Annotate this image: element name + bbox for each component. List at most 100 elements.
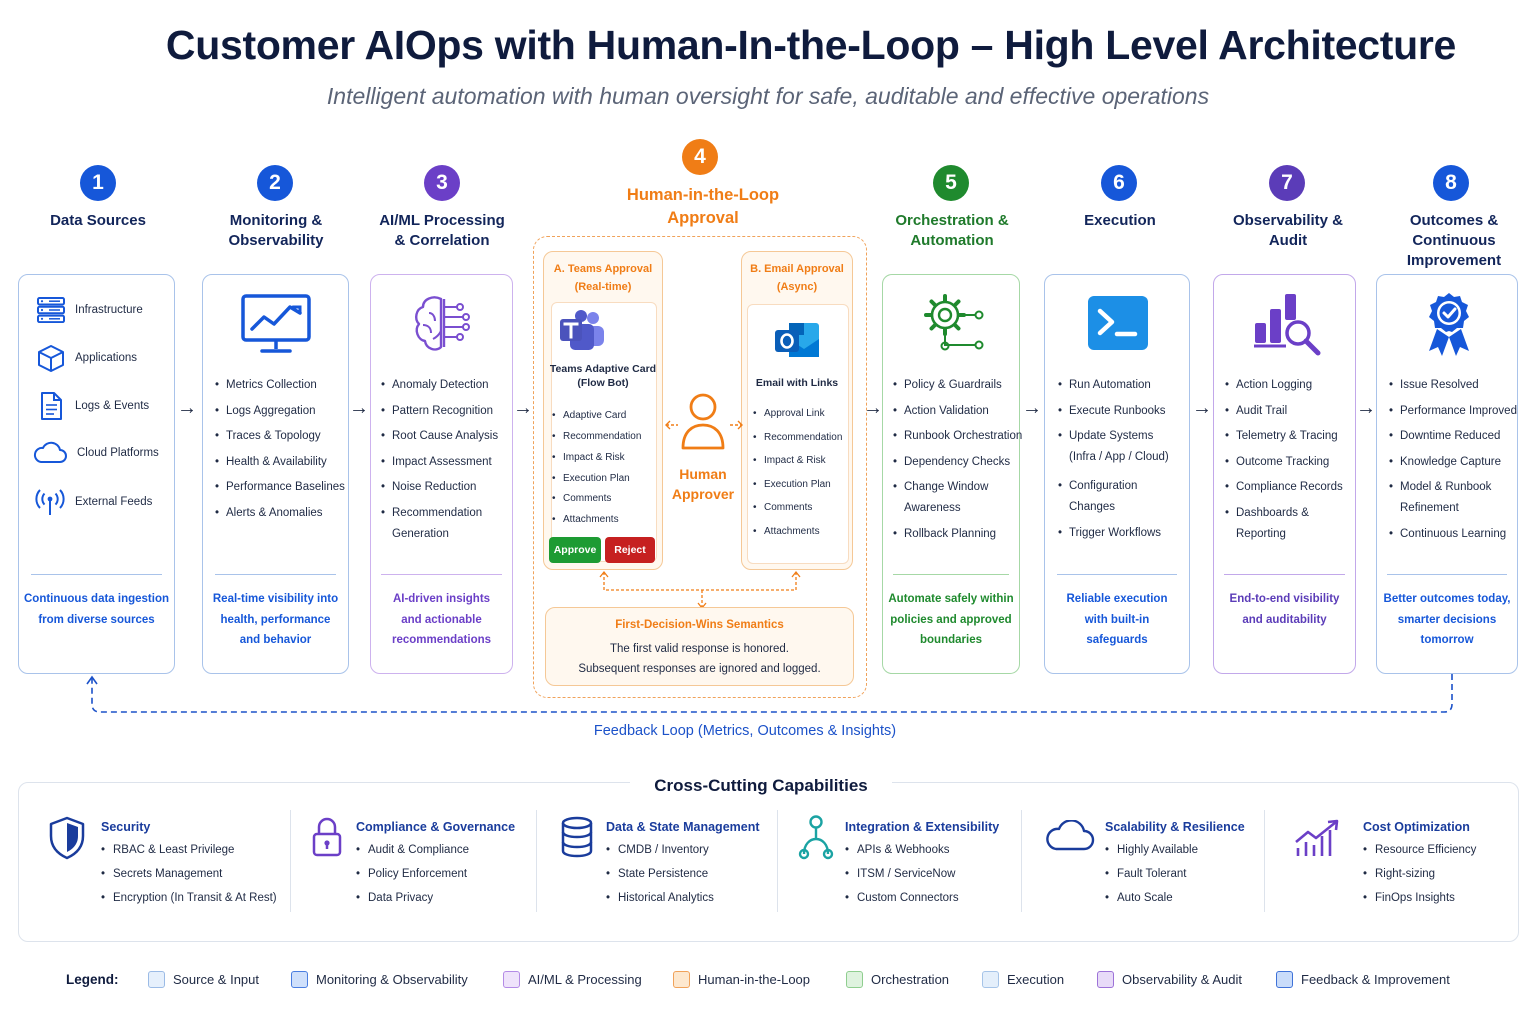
ds-item-cloud-platforms: Cloud Platforms [33, 441, 159, 465]
list-item: Update Systems [1058, 429, 1153, 443]
list-item: FinOps Insights [1363, 886, 1476, 910]
list-item-continuation: Generation [392, 527, 449, 540]
teams-icon [560, 310, 604, 350]
list-item: Comments [753, 501, 812, 515]
legend-swatch [982, 971, 999, 988]
divider [1224, 574, 1345, 575]
cc-section-cost: Cost Optimization Resource Efficiency Ri… [1363, 820, 1476, 910]
stage-badge-3: 3 [424, 165, 460, 201]
legend-swatch [1276, 971, 1293, 988]
terminal-icon [1088, 296, 1148, 350]
ds-item-applications: Applications [37, 344, 137, 372]
first-decision-wins-box: First-Decision-Wins Semantics The first … [545, 607, 854, 686]
list-item: Model & Runbook [1389, 480, 1491, 494]
divider [536, 810, 537, 912]
card-monitoring: Metrics Collection Logs Aggregation Trac… [202, 274, 349, 674]
fdw-title: First-Decision-Wins Semantics [615, 619, 784, 631]
award-badge-icon [1429, 293, 1469, 356]
divider [893, 574, 1009, 575]
lock-icon [312, 817, 342, 857]
list-item: Recommendation [753, 431, 842, 445]
card-outcomes: Issue Resolved Performance Improved Down… [1376, 274, 1518, 674]
ds-label: Infrastructure [75, 304, 143, 316]
ds-item-logs-events: Logs & Events [37, 391, 149, 421]
list-item: Runbook Orchestration [893, 429, 1022, 443]
antenna-icon [35, 489, 65, 515]
cc-section-integration: Integration & Extensibility APIs & Webho… [845, 820, 999, 910]
list-item: Impact Assessment [381, 455, 492, 469]
stage-badge-8: 8 [1433, 165, 1469, 201]
flow-arrow: → [349, 397, 369, 419]
stage-badge-2: 2 [257, 165, 293, 201]
list-item: Audit Trail [1225, 404, 1287, 418]
analytics-search-icon [1254, 294, 1321, 356]
legend-item: AI/ML & Processing [503, 971, 642, 988]
stage-title-monitoring: Monitoring &Observability [228, 212, 324, 249]
legend-swatch [1097, 971, 1114, 988]
list-item: CMDB / Inventory [606, 838, 760, 862]
stage-badge-1: 1 [80, 165, 116, 201]
hitl-container [533, 236, 867, 698]
approve-button[interactable]: Approve [549, 537, 601, 563]
list-item: Action Logging [1225, 378, 1312, 392]
cloud-icon [1046, 820, 1095, 851]
divider [777, 810, 778, 912]
list-item: Downtime Reduced [1389, 429, 1500, 443]
flow-arrow: → [1356, 397, 1376, 419]
decision-connector [599, 570, 801, 610]
divider [1387, 574, 1507, 575]
cc-section-compliance: Compliance & Governance Audit & Complian… [356, 820, 515, 910]
ds-item-infrastructure: Infrastructure [37, 297, 143, 323]
cc-section-scalability: Scalability & Resilience Highly Availabl… [1105, 820, 1245, 910]
legend-swatch [291, 971, 308, 988]
list-item: Outcome Tracking [1225, 455, 1329, 469]
outlook-icon [775, 323, 819, 357]
cc-section-title: Integration & Extensibility [845, 820, 1000, 834]
list-item: Secrets Management [101, 862, 277, 886]
database-icon [561, 816, 593, 858]
cc-list: CMDB / Inventory State Persistence Histo… [606, 838, 760, 910]
legend-swatch [503, 971, 520, 988]
stage-badge-5: 5 [933, 165, 969, 201]
list-item: Change Window [893, 480, 988, 494]
feedback-loop-label: Feedback Loop (Metrics, Outcomes & Insig… [593, 723, 897, 739]
list-item: Health & Availability [215, 455, 327, 469]
cc-section-security: Security RBAC & Least Privilege Secrets … [101, 820, 277, 910]
list-item: Dashboards & [1225, 506, 1309, 520]
stage-title-execution: Execution [1084, 212, 1156, 229]
brain-circuit-icon [415, 296, 470, 351]
cube-icon [38, 345, 64, 372]
monitor-chart-icon [241, 294, 311, 353]
list-item-continuation: Reporting [1236, 528, 1286, 540]
flow-arrow: → [1022, 397, 1042, 419]
trend-chart-icon [1295, 819, 1339, 856]
cc-section-title: Compliance & Governance [356, 820, 516, 834]
card-email-approval: B. Email Approval(Async) Email with Link… [741, 251, 853, 570]
flow-arrow: → [177, 397, 197, 419]
list-item: Telemetry & Tracing [1225, 429, 1338, 443]
stage-badge-6: 6 [1101, 165, 1137, 201]
cc-list: Resource Efficiency Right-sizing FinOps … [1363, 838, 1476, 910]
list-item: Configuration [1058, 479, 1137, 493]
list-item: Impact & Risk [552, 451, 625, 465]
list-item: Attachments [552, 513, 619, 527]
list-item: State Persistence [606, 862, 760, 886]
cc-list: Highly Available Fault Tolerant Auto Sca… [1105, 838, 1245, 910]
legend-item: Monitoring & Observability [291, 971, 468, 988]
cc-list: Audit & Compliance Policy Enforcement Da… [356, 838, 515, 910]
list-item: Policy Enforcement [356, 862, 515, 886]
list-item: Approval Link [753, 407, 825, 421]
list-item: RBAC & Least Privilege [101, 838, 277, 862]
list-item: Compliance Records [1225, 480, 1343, 494]
email-card-title: Email with Links [755, 377, 839, 389]
card-aiml: Anomaly Detection Pattern Recognition Ro… [370, 274, 513, 674]
list-item: Execute Runbooks [1058, 404, 1165, 418]
list-item: Logs Aggregation [215, 404, 315, 418]
reject-button[interactable]: Reject [605, 537, 655, 563]
